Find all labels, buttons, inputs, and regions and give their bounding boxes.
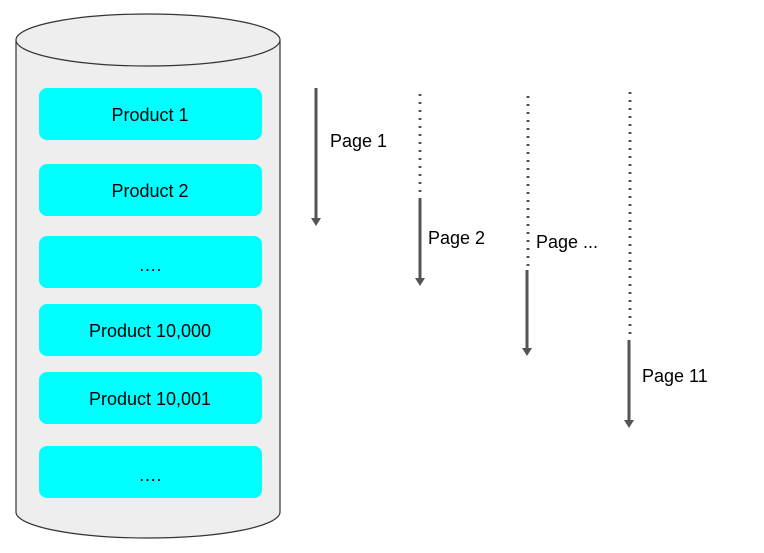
record-list: Product 1 Product 2 …. Product 10,000 Pr… — [39, 88, 262, 498]
record-label: Product 2 — [111, 181, 188, 201]
record-ellipsis-1: …. — [39, 236, 262, 288]
page-11-indicator: Page 11 — [624, 92, 708, 428]
page-2-label: Page 2 — [428, 228, 485, 248]
record-label: Product 10,001 — [89, 389, 211, 409]
page-1-indicator: Page 1 — [311, 88, 387, 226]
record-ellipsis-2: …. — [39, 446, 262, 498]
cylinder-top — [15, 13, 281, 67]
record-10001: Product 10,001 — [39, 372, 262, 424]
record-label: …. — [138, 465, 161, 485]
page-11-label: Page 11 — [642, 366, 708, 386]
record-10000: Product 10,000 — [39, 304, 262, 356]
page-2-indicator: Page 2 — [415, 94, 485, 286]
page-ellipsis-indicator: Page ... — [522, 96, 598, 356]
page-1-label: Page 1 — [330, 131, 387, 151]
record-label: Product 10,000 — [89, 321, 211, 341]
record-1: Product 1 — [39, 88, 262, 140]
page-ellipsis-label: Page ... — [536, 232, 598, 252]
record-label: Product 1 — [111, 105, 188, 125]
record-label: …. — [138, 255, 161, 275]
record-2: Product 2 — [39, 164, 262, 216]
